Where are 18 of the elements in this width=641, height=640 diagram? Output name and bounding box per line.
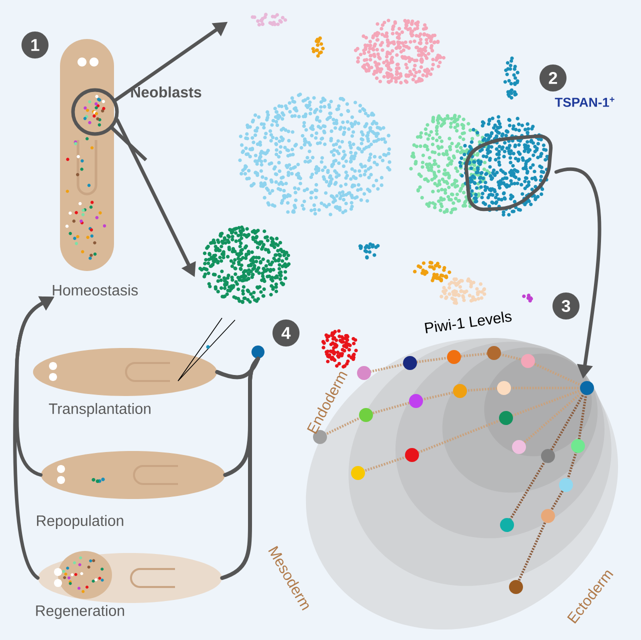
stage-label: Transplantation: [48, 403, 150, 417]
flatworm-drawing: [33, 348, 217, 396]
stage-label: Regeneration: [36, 605, 124, 619]
flatworm-drawing: [41, 450, 225, 499]
cell-dot: [252, 346, 264, 358]
number-badge: 2: [540, 64, 566, 92]
flatworm-drawing: [60, 39, 114, 271]
marker-label: TSPAN-1$^{+}$: [554, 97, 614, 107]
stage-label: Repopulation: [37, 515, 124, 529]
number-badge: 4: [272, 320, 300, 346]
neoblasts-label: Neoblasts: [131, 86, 202, 98]
stage-label: Homeostasis: [52, 284, 138, 296]
flatworm-drawing: [38, 550, 222, 603]
outline-loop: [464, 134, 553, 212]
number-badge: 3: [552, 292, 580, 320]
bracket-line: [220, 356, 260, 580]
number-badge: 1: [22, 32, 48, 58]
node-label: Piwi-1 Levels: [424, 312, 512, 334]
